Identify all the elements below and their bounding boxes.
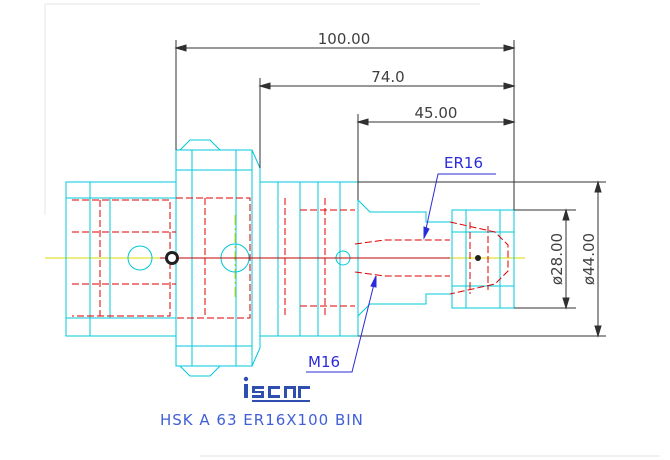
dim-flange-diameter: ø44.00	[580, 233, 598, 285]
iscar-logo	[243, 376, 310, 402]
callout-er16: ER16	[444, 154, 483, 172]
dimension-lines	[174, 40, 606, 338]
part-number: HSK A 63 ER16X100 BIN	[160, 411, 364, 429]
section-marks	[165, 251, 481, 265]
dim-mid-length: 74.0	[371, 68, 404, 86]
callout-leaders	[306, 173, 496, 373]
callout-m16: M16	[308, 353, 340, 371]
dim-total-length: 100.00	[318, 30, 371, 48]
dim-collet-diameter: ø28.00	[548, 233, 566, 285]
dim-short-length: 45.00	[415, 104, 458, 122]
frame-lines	[44, 3, 660, 457]
